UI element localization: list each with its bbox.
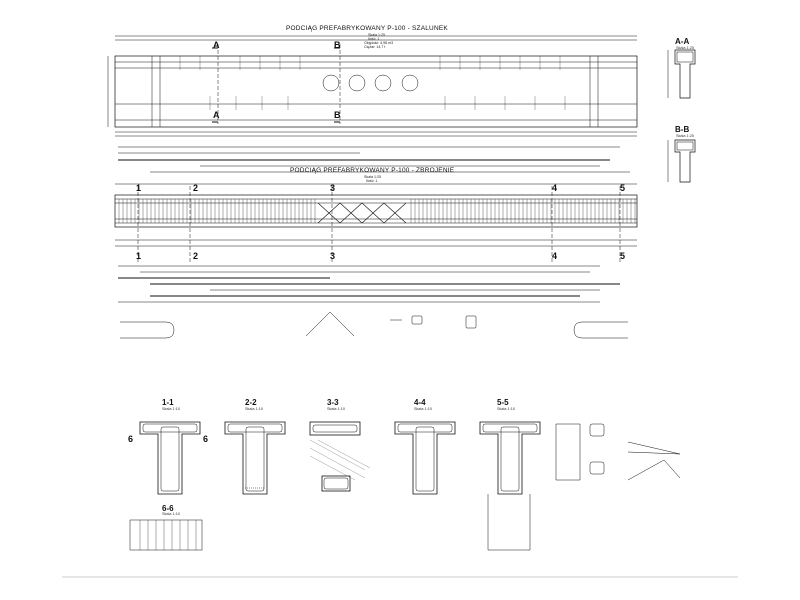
section-mark-4-bottom: 4 [552,251,558,261]
section-mark-2-bottom: 2 [193,251,199,261]
section-mark-5-bottom: 5 [620,251,626,261]
reinforcement-title: PODCIĄG PREFABRYKOWANY P-100 - ZBROJENIE [290,167,455,174]
section-mark-a-top: A [213,40,220,50]
section-3-3-scale: Skala 1:10 [327,407,345,411]
formwork-info-volume: Objętość: 4,98 m3 [364,41,394,45]
section-6-6-scale: Skala 1:10 [162,512,180,516]
section-bb-title: B-B [675,125,690,134]
section-mark-6-right: 6 [203,434,209,444]
section-mark-5-top: 5 [620,183,626,193]
section-bb-scale: Skala 1:25 [676,134,694,138]
formwork-info-scale: Skala 1:25 [368,33,385,37]
section-mark-4-top: 4 [552,183,558,193]
section-mark-2-top: 2 [193,183,199,193]
section-mark-b-top: B [334,40,341,50]
section-1-1-title: 1-1 [162,398,174,407]
section-4-4-scale: Skala 1:10 [414,407,432,411]
section-1-1-scale: Skala 1:10 [162,407,180,411]
section-aa-title: A-A [675,37,690,46]
section-6-6-title: 6-6 [162,504,174,513]
section-mark-1-top: 1 [136,183,142,193]
section-3-3-title: 3-3 [327,398,339,407]
section-aa-scale: Skala 1:25 [676,46,694,50]
reinforcement-info-scale: Skala 1:25 [364,175,381,179]
section-2-2-title: 2-2 [245,398,257,407]
section-mark-3-top: 3 [330,183,336,193]
formwork-title: PODCIĄG PREFABRYKOWANY P-100 - SZALUNEK [286,25,448,32]
reinforcement-info-count: Ilość: 1 [366,179,378,183]
section-5-5-scale: Skala 1:10 [497,407,515,411]
formwork-info-count: Ilość: 1 [368,37,380,41]
section-mark-3-bottom: 3 [330,251,336,261]
section-mark-a-bottom: A [213,110,220,120]
section-4-4-title: 4-4 [414,398,426,407]
formwork-info-weight: Ciężar: 14,7 t [364,45,386,49]
section-mark-b-bottom: B [334,110,341,120]
section-mark-1-bottom: 1 [136,251,142,261]
section-mark-6-left: 6 [128,434,134,444]
section-2-2-scale: Skala 1:10 [245,407,263,411]
section-5-5-title: 5-5 [497,398,509,407]
